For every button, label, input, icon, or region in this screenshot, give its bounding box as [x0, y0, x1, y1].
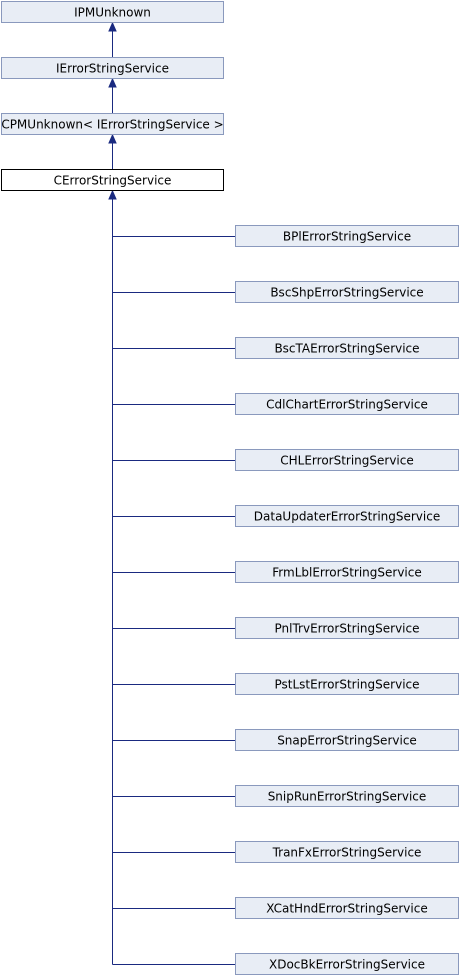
derived-node-xdocbk[interactable]: XDocBkErrorStringService [235, 953, 459, 975]
derived-node-snap[interactable]: SnapErrorStringService [235, 729, 459, 751]
inheritance-arrowhead-0 [108, 21, 117, 32]
derived-node-tranfx[interactable]: TranFxErrorStringService [235, 841, 459, 863]
derived-node-snap-label: SnapErrorStringService [277, 734, 417, 748]
derived-node-frmlbl-label: FrmLblErrorStringService [272, 566, 422, 580]
derived-node-chl[interactable]: CHLErrorStringService [235, 449, 459, 471]
class-node-cpmunknown-template-box [1, 113, 224, 135]
derived-node-sniprun[interactable]: SnipRunErrorStringService [235, 785, 459, 807]
derived-node-xcathnd-label: XCatHndErrorStringService [266, 902, 427, 916]
derived-node-xdocbk-label: XDocBkErrorStringService [269, 958, 425, 972]
class-node-ipmunknown-box [1, 1, 224, 23]
derived-node-pstlst-box [235, 673, 459, 695]
class-node-cpmunknown-template-label: CPMUnknown< IErrorStringService > [1, 118, 223, 132]
derived-node-cdlchart[interactable]: CdlChartErrorStringService [235, 393, 459, 415]
derived-node-snap-box [235, 729, 459, 751]
derived-arrowhead [108, 189, 117, 200]
class-node-cerrorstringservice-label: CErrorStringService [54, 174, 172, 188]
derived-node-xdocbk-box [235, 953, 459, 975]
derived-node-chl-box [235, 449, 459, 471]
class-node-ierrorstringservice-label: IErrorStringService [56, 62, 169, 76]
derived-node-tranfx-box [235, 841, 459, 863]
derived-node-pstlst-label: PstLstErrorStringService [274, 678, 419, 692]
derived-node-pnltrv-box [235, 617, 459, 639]
inheritance-arrowhead-1 [108, 77, 117, 88]
derived-node-xcathnd-box [235, 897, 459, 919]
derived-node-bscta-box [235, 337, 459, 359]
derived-node-bscshp-box [235, 281, 459, 303]
derived-node-bscshp[interactable]: BscShpErrorStringService [235, 281, 459, 303]
class-node-ierrorstringservice[interactable]: IErrorStringService [1, 57, 224, 79]
class-node-ipmunknown-label: IPMUnknown [74, 6, 151, 20]
derived-node-bpl[interactable]: BPlErrorStringService [235, 225, 459, 247]
derived-node-bscshp-label: BscShpErrorStringService [270, 286, 423, 300]
derived-node-frmlbl-box [235, 561, 459, 583]
derived-node-frmlbl[interactable]: FrmLblErrorStringService [235, 561, 459, 583]
class-node-cerrorstringservice-box [1, 169, 224, 191]
derived-node-bscta[interactable]: BscTAErrorStringService [235, 337, 459, 359]
class-node-ierrorstringservice-box [1, 57, 224, 79]
derived-node-tranfx-label: TranFxErrorStringService [272, 846, 422, 860]
derived-node-sniprun-box [235, 785, 459, 807]
derived-node-pstlst[interactable]: PstLstErrorStringService [235, 673, 459, 695]
inheritance-arrowhead-2 [108, 133, 117, 144]
class-node-cpmunknown-template[interactable]: CPMUnknown< IErrorStringService > [1, 113, 224, 135]
derived-node-xcathnd[interactable]: XCatHndErrorStringService [235, 897, 459, 919]
inheritance-edges [108, 21, 236, 965]
derived-node-dataupdater-label: DataUpdaterErrorStringService [254, 510, 440, 524]
derived-node-cdlchart-box [235, 393, 459, 415]
derived-node-bscta-label: BscTAErrorStringService [274, 342, 419, 356]
derived-node-sniprun-label: SnipRunErrorStringService [268, 790, 427, 804]
class-node-ipmunknown[interactable]: IPMUnknown [1, 1, 224, 23]
derived-node-pnltrv[interactable]: PnlTrvErrorStringService [235, 617, 459, 639]
derived-node-dataupdater-box [235, 505, 459, 527]
derived-node-pnltrv-label: PnlTrvErrorStringService [275, 622, 420, 636]
derived-node-chl-label: CHLErrorStringService [280, 454, 414, 468]
derived-node-bpl-box [235, 225, 459, 247]
derived-node-cdlchart-label: CdlChartErrorStringService [266, 398, 428, 412]
derived-node-bpl-label: BPlErrorStringService [283, 230, 411, 244]
derived-node-dataupdater[interactable]: DataUpdaterErrorStringService [235, 505, 459, 527]
class-node-cerrorstringservice[interactable]: CErrorStringService [1, 169, 224, 191]
